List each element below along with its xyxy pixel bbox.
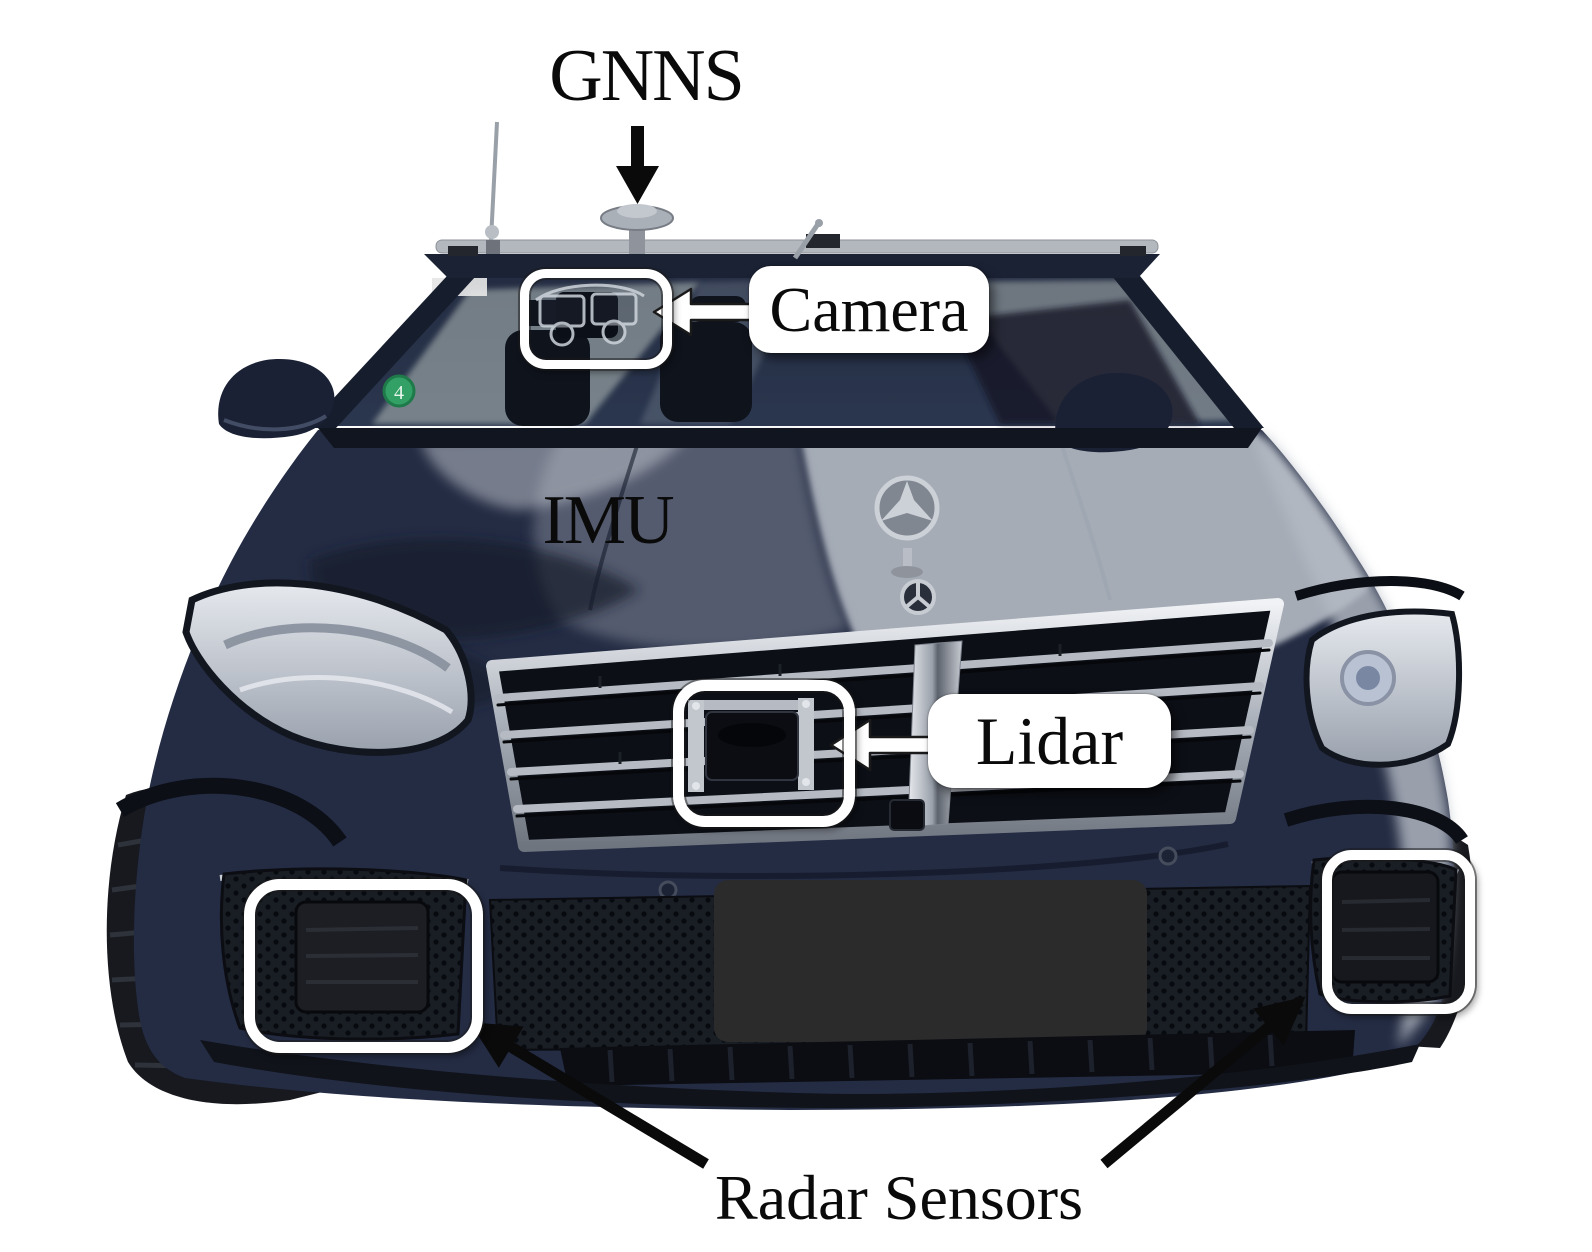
gnns-label: GNNS: [549, 35, 744, 117]
intake-left: [219, 867, 468, 1041]
gnss-antenna: [600, 204, 674, 254]
hood-star-ornament: [874, 475, 940, 578]
radar-right-arrow-icon: [1100, 996, 1306, 1169]
radar-right-highlight-box: [1322, 850, 1475, 1014]
lidar-unit: [688, 698, 814, 792]
radar-sensors-label: Radar Sensors: [715, 1162, 1083, 1233]
wheel-arch-left: [115, 777, 347, 847]
radar-left-arrow-icon: [469, 1021, 709, 1169]
radar-left-highlight-box: [244, 879, 483, 1053]
camera-unit: [535, 283, 645, 347]
headlight-right: [1294, 576, 1465, 768]
front-camera: [889, 799, 925, 831]
lidar-label: Lidar: [928, 694, 1171, 788]
license-plate: [714, 880, 1147, 1042]
headlight-left: [182, 579, 475, 756]
imu-label: IMU: [542, 482, 674, 559]
a-pillar-left: [306, 276, 476, 428]
radar-unit-left: [294, 900, 430, 1014]
gnns-down-arrow-icon: [616, 126, 659, 204]
camera-highlight-box: [520, 269, 672, 369]
wheel-arch-right: [1283, 799, 1468, 845]
cowl: [318, 428, 1262, 448]
a-pillar-right: [1112, 276, 1264, 428]
front-splitter: [200, 1030, 1420, 1108]
lidar-highlight-box: [673, 680, 855, 827]
lidar-label-text: Lidar: [975, 702, 1124, 779]
windshield-sticker-green: 4: [382, 374, 416, 408]
radar-unit-right: [1330, 870, 1440, 984]
side-mirror-left: [218, 359, 335, 439]
radio-antenna-right: [792, 219, 823, 260]
grille-star-badge: [900, 579, 936, 615]
parking-sensor: [1158, 846, 1178, 866]
camera-label: Camera: [749, 266, 989, 353]
camera-label-text: Camera: [769, 273, 969, 345]
radio-antenna-left: [485, 121, 500, 254]
sticker-number: 4: [394, 382, 404, 404]
